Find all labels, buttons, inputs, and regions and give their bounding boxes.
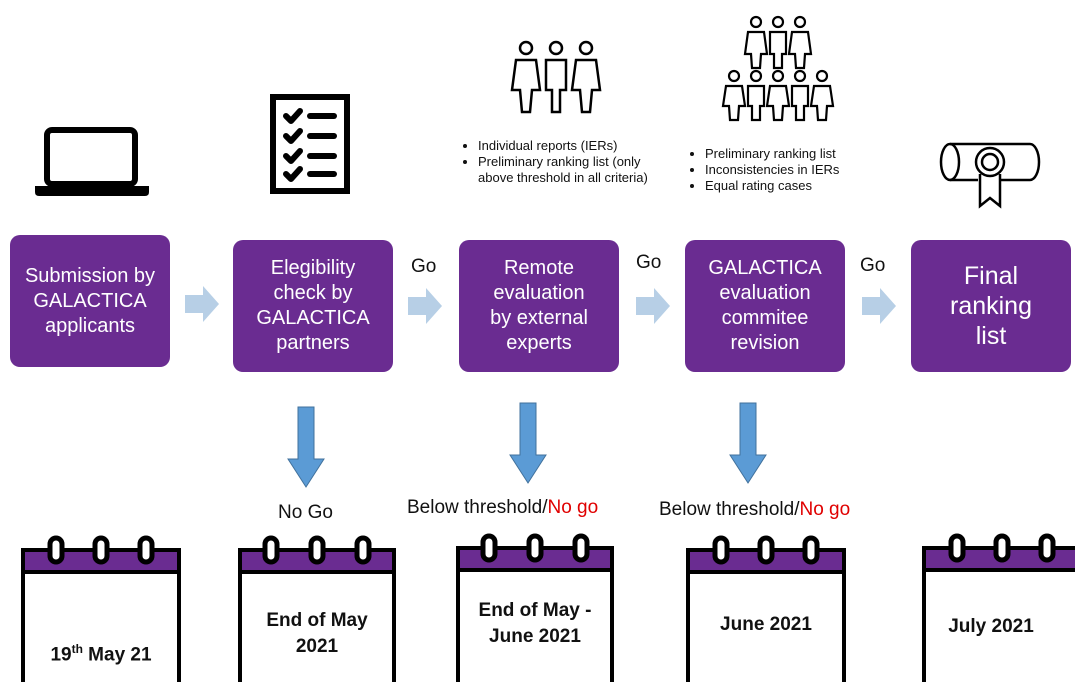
calendar-date-text: 19th May 21: [20, 610, 182, 668]
calendar-date-text: July 2021: [948, 616, 1034, 637]
step-submission: Submission by GALACTICA applicants: [10, 235, 170, 367]
step-eligibility-check: Elegibility check by GALACTICA partners: [233, 240, 393, 372]
down-arrow-icon: [729, 402, 767, 484]
calendar-icon: [922, 533, 1075, 682]
group-of-eight-icon: [721, 15, 835, 122]
list-item: Preliminary ranking list: [705, 146, 905, 162]
right-arrow-icon: [185, 286, 219, 322]
list-item: Individual reports (IERs): [478, 138, 673, 154]
calendar-date-text: June 2021: [720, 614, 812, 635]
below-threshold-text: Below threshold/: [407, 497, 548, 518]
list-item: Preliminary ranking list (only above thr…: [478, 154, 673, 186]
step-label: GALACTICA evaluation commitee revision: [708, 257, 822, 354]
right-arrow-icon: [862, 288, 896, 324]
step-label: Final ranking list: [950, 262, 1032, 350]
right-arrow-icon: [408, 288, 442, 324]
committee-revision-outputs: Preliminary ranking list Inconsistencies…: [685, 146, 905, 194]
no-go-text: No go: [547, 497, 599, 518]
calendar-date-5: July 2021: [921, 530, 1075, 682]
calendar-date-text: End of May - June 2021: [478, 600, 592, 647]
no-go-text: No go: [799, 499, 851, 520]
checklist-icon: [270, 94, 350, 194]
step-label: Submission by GALACTICA applicants: [24, 264, 156, 337]
go-label: Go: [411, 256, 437, 277]
step-label: Remote evaluation by external experts: [490, 257, 588, 354]
diploma-icon: [939, 142, 1041, 209]
date-month: May 21: [82, 644, 152, 666]
date-day: 19: [50, 644, 72, 666]
no-go-label: No Go: [278, 502, 333, 523]
down-arrow-icon: [509, 402, 547, 484]
down-arrow-icon: [287, 406, 325, 488]
calendar-icon: [238, 535, 396, 682]
right-arrow-icon: [636, 288, 670, 324]
calendar-date-2: End of May 2021: [237, 532, 397, 682]
group-of-three-icon: [510, 40, 602, 114]
calendar-icon: [456, 533, 614, 682]
remote-evaluation-outputs: Individual reports (IERs) Preliminary ra…: [458, 138, 673, 186]
calendar-icon: [686, 535, 846, 682]
go-label: Go: [860, 255, 886, 276]
list-item: Inconsistencies in IERs: [705, 162, 905, 178]
list-item: Equal rating cases: [705, 178, 905, 194]
go-label: Go: [636, 252, 662, 273]
calendar-date-text: End of May 2021: [266, 610, 368, 657]
step-label: Elegibility check by GALACTICA partners: [256, 257, 370, 354]
calendar-date-4: June 2021: [685, 532, 847, 682]
step-final-ranking: Final ranking list: [911, 240, 1071, 372]
step-remote-evaluation: Remote evaluation by external experts: [459, 240, 619, 372]
below-threshold-label: Below threshold/No go: [659, 499, 850, 521]
calendar-date-3: End of May - June 2021: [455, 530, 615, 682]
date-suffix: th: [71, 642, 83, 656]
below-threshold-label: Below threshold/No go: [407, 497, 598, 519]
calendar-date-1: 19th May 21: [20, 532, 182, 682]
below-threshold-text: Below threshold/: [659, 499, 800, 520]
laptop-icon: [35, 127, 149, 196]
calendar-icon: [21, 535, 181, 682]
step-committee-revision: GALACTICA evaluation commitee revision: [685, 240, 845, 372]
